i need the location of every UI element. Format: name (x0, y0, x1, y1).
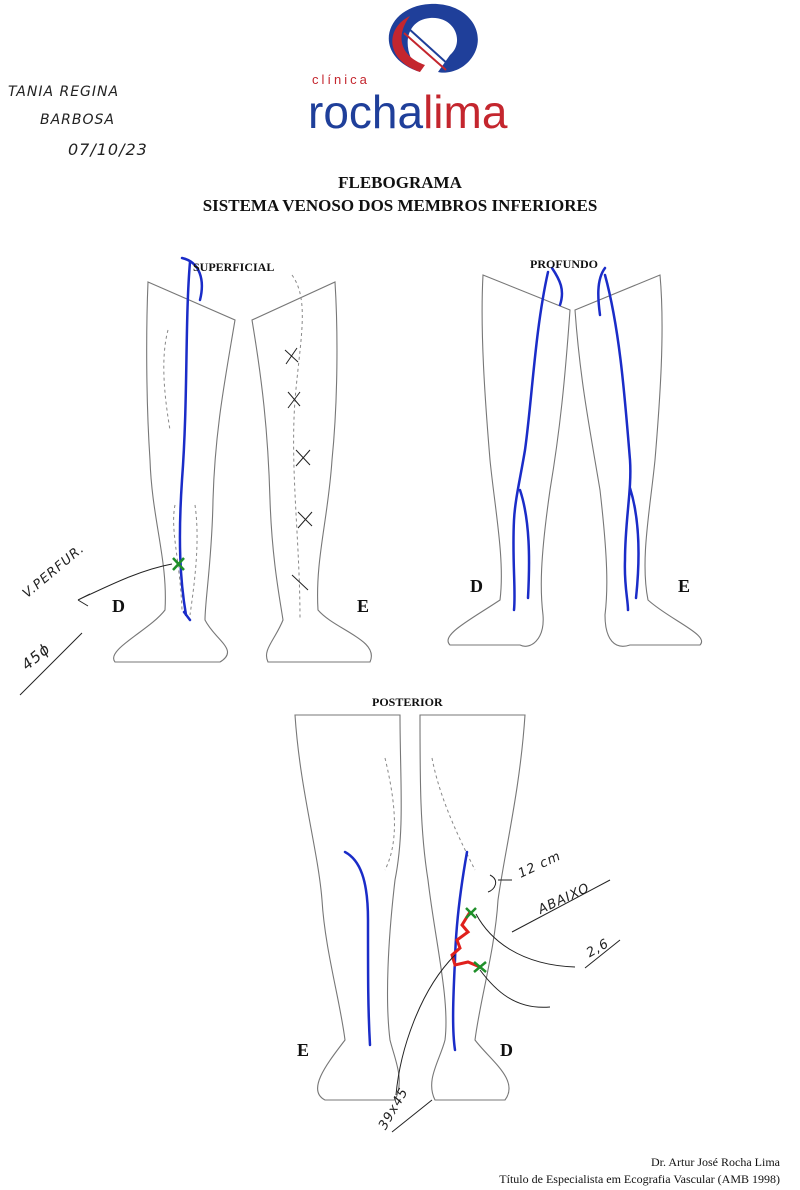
posterior-left-leg (294, 714, 402, 1101)
patient-name-line2: BARBOSA (40, 112, 115, 128)
varicose-marker-2-icon (473, 961, 487, 973)
profundo-side-e: E (678, 576, 691, 596)
posterior-side-d: D (500, 1040, 513, 1060)
exam-date: 07/10/23 (68, 140, 148, 159)
superficial-side-e: E (357, 596, 370, 616)
patient-name-line1: TANIA REGINA (8, 84, 120, 100)
profundo-side-d: D (470, 576, 483, 596)
logo-small-text: clínica (312, 72, 370, 87)
logo-swoosh-icon (388, 3, 478, 73)
logo-rocha: rocha (308, 86, 424, 138)
logo-lima: lima (423, 86, 508, 138)
posterior-right-leg (391, 714, 621, 1133)
varicose-marker-1-icon (465, 907, 477, 919)
vein-ablation-marks (284, 347, 313, 591)
deep-left-leg (574, 266, 703, 647)
profundo-label: PROFUNDO (530, 257, 598, 271)
superficial-side-d: D (112, 596, 125, 616)
perforator-marker-icon (172, 557, 185, 571)
doctor-name: Dr. Artur José Rocha Lima (651, 1155, 780, 1169)
deep-right-leg (447, 266, 571, 647)
superficial-right-leg (19, 256, 236, 696)
page-subtitle: SISTEMA VENOSO DOS MEMBROS INFERIORES (202, 196, 598, 215)
superficial-left-leg (251, 274, 372, 663)
clinic-logo: clínica rochalima (300, 0, 560, 140)
doctor-credential: Título de Especialista em Ecografia Vasc… (499, 1172, 780, 1186)
posterior-label: POSTERIOR (372, 695, 443, 709)
superficial-label: SUPERFICIAL (193, 260, 275, 274)
posterior-side-e: E (297, 1040, 310, 1060)
page-title: FLEBOGRAMA (338, 173, 462, 192)
